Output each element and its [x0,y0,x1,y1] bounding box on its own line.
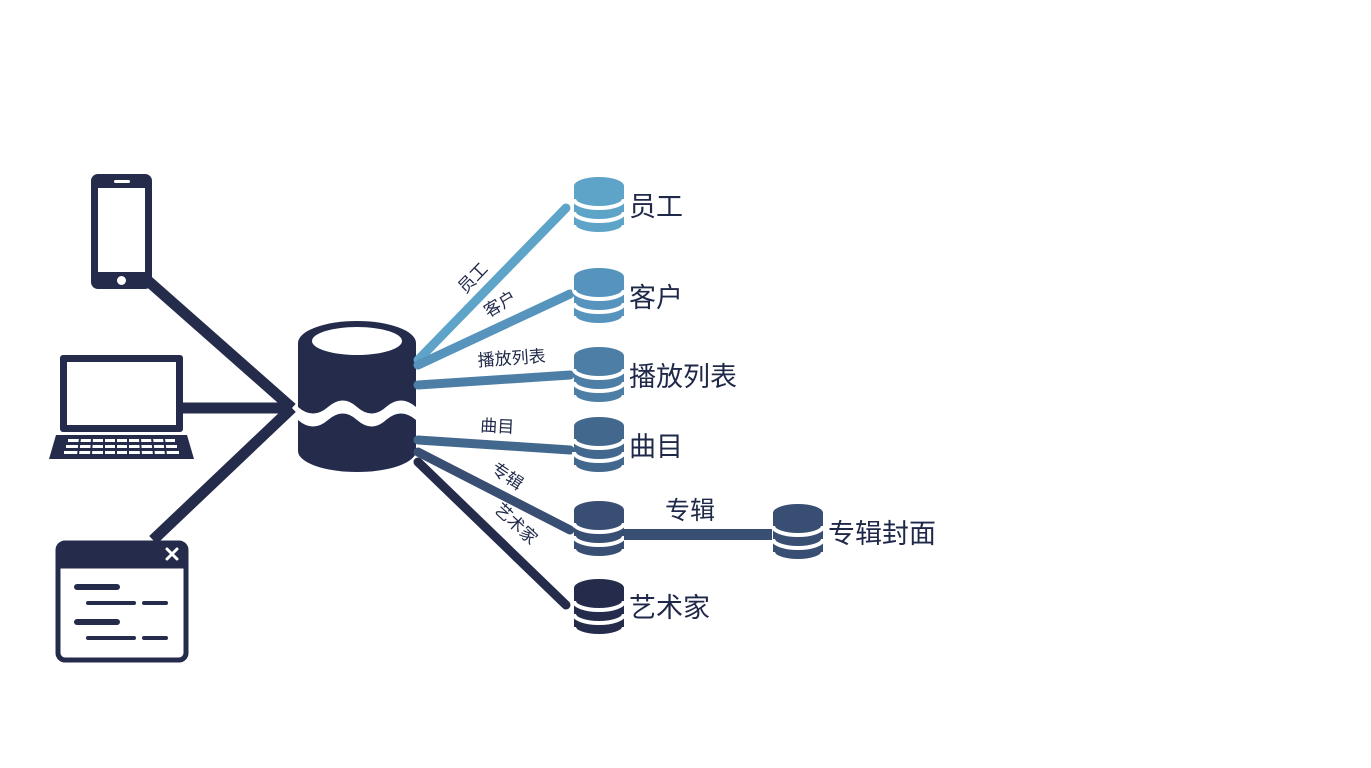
line-label-track: 曲目 [480,416,515,438]
central-database-icon [298,321,416,472]
line-label-playlist: 播放列表 [477,347,546,372]
table-artist-database-icon [572,579,626,638]
table-branches [413,203,575,610]
branch-line-track [413,435,575,455]
branch-line-employee [413,203,571,365]
table-label-artist: 艺术家 [629,593,710,624]
branch-line-playlist [413,370,575,390]
laptop-icon [49,355,194,459]
table-label-customer: 客户 [629,283,683,314]
app-window-icon [55,540,189,663]
table-playlist-database-icon [572,347,626,406]
table-track-database-icon [572,417,626,476]
branch-line-customer [413,289,575,370]
close-icon [165,547,179,561]
table-labels: 员工 客户 播放列表 曲目 艺术家 [629,192,737,624]
album-cover-label: 专辑封面 [828,519,936,550]
album-cover-link: 专辑 专辑封面 [624,496,936,550]
album-link-label: 专辑 [665,496,715,525]
phone-connector [143,275,296,413]
table-customer-database-icon [572,268,626,327]
table-icons [572,177,825,638]
album-link-line [624,529,772,540]
table-label-track: 曲目 [629,432,683,463]
table-album-database-icon [572,501,626,560]
branch-line-album [413,447,575,535]
device-connectors [143,275,296,544]
table-label-playlist: 播放列表 [629,362,737,393]
table-employee-database-icon [572,177,626,236]
phone-icon [91,174,152,289]
app-connector [149,404,296,544]
table-label-employee: 员工 [629,192,683,223]
branch-line-artist [413,457,571,610]
album-cover-database-icon [771,504,825,563]
